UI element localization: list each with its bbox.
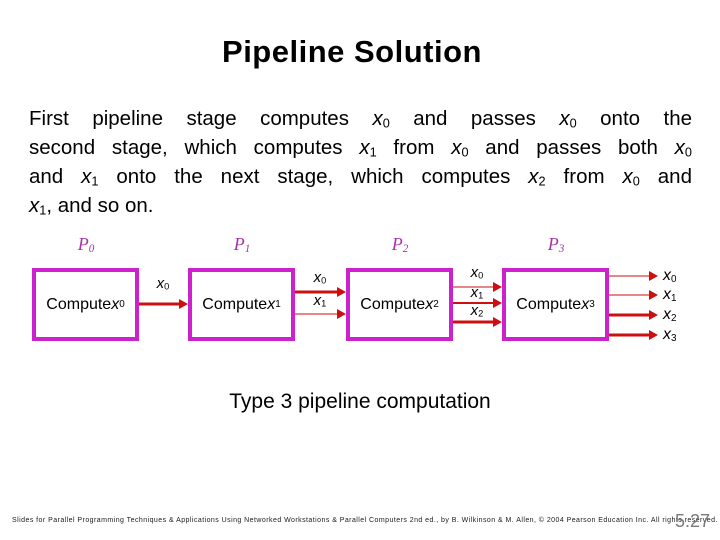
arrow-shaft <box>609 294 652 296</box>
copyright-footer: Slides for Parallel Programming Techniqu… <box>12 517 718 524</box>
arrow-shaft <box>295 290 340 294</box>
arrow <box>139 298 188 310</box>
arrow-head <box>337 309 346 319</box>
slide-title: Pipeline Solution <box>222 34 482 69</box>
arrow-shaft <box>453 286 496 288</box>
arrow-head <box>649 330 658 340</box>
processor-label-p0: P0 <box>77 234 95 255</box>
arrow-shaft <box>453 302 496 304</box>
arrow-head <box>337 287 346 297</box>
page-number: 5.27 <box>674 511 710 531</box>
arrow-shaft <box>609 275 652 277</box>
output-label: x2 <box>663 306 677 324</box>
output-label: x3 <box>663 326 677 344</box>
body-line-1: First pipeline stage computes x0 and pas… <box>29 107 693 131</box>
arrow-shaft <box>453 320 496 324</box>
figure-caption: Type 3 pipeline computation <box>229 390 491 413</box>
arrow-shaft <box>609 333 652 337</box>
flow-label: x1 <box>313 292 327 309</box>
body-line-2: second stage, which computes x1 from x0 … <box>29 136 692 160</box>
arrow <box>295 308 346 320</box>
arrow-head <box>649 310 658 320</box>
flow-label: x1 <box>470 284 484 301</box>
arrow-shaft <box>139 302 182 306</box>
processor-label-p1: P1 <box>233 234 251 255</box>
arrow <box>609 289 658 301</box>
flow-label: x0 <box>470 264 484 281</box>
arrow-head <box>649 271 658 281</box>
arrow-shaft <box>609 313 652 317</box>
arrow <box>453 316 502 328</box>
processor-label-p3: P3 <box>547 234 565 255</box>
arrow <box>453 281 502 293</box>
arrow <box>609 329 658 341</box>
flow-label: x0 <box>313 269 327 286</box>
flow-label: x2 <box>470 302 484 319</box>
arrow <box>609 270 658 282</box>
arrow-head <box>493 298 502 308</box>
processor-label-p2: P2 <box>391 234 409 255</box>
arrow-shaft <box>295 313 340 315</box>
output-label: x1 <box>663 286 677 304</box>
body-line-3: and x1 onto the next stage, which comput… <box>29 165 692 189</box>
arrow <box>609 309 658 321</box>
output-label: x0 <box>663 267 677 285</box>
arrow <box>453 297 502 309</box>
body-line-4: x1, and so on. <box>29 194 154 218</box>
arrow-head <box>649 290 658 300</box>
arrow-head <box>493 282 502 292</box>
arrow-head <box>179 299 188 309</box>
body-paragraph: First pipeline stage computes x0 and pas… <box>29 104 692 220</box>
arrow <box>295 286 346 298</box>
flow-label: x0 <box>156 275 170 292</box>
arrow-head <box>493 317 502 327</box>
